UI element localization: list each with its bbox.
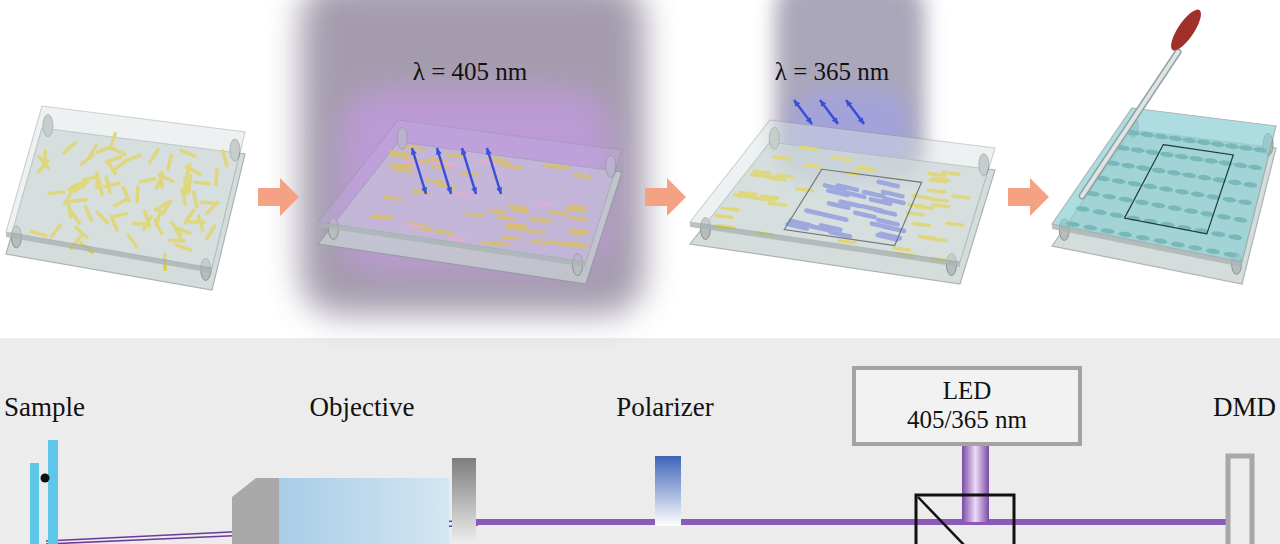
violet-glow: [300, 0, 645, 315]
top-glass: [6, 106, 245, 268]
sample-slide: [30, 463, 39, 544]
polarization-arrow: [487, 148, 501, 194]
component-label: DMD: [1213, 392, 1276, 423]
polarization-arrows: [411, 100, 864, 194]
glass-edge: [1052, 224, 1242, 267]
step-arrows: [258, 178, 1049, 216]
led-light-pipe: [962, 444, 989, 522]
light-beam: [476, 519, 1227, 525]
objective-body: [279, 478, 449, 544]
dmd-chip: [1228, 456, 1252, 544]
polarization-arrowhead: [794, 100, 800, 107]
top-glass: [318, 120, 622, 262]
pipette: [1082, 52, 1178, 196]
polarization-arrow: [846, 100, 864, 124]
sample-cells: [6, 6, 1276, 290]
polarization-arrowhead: [806, 117, 812, 124]
sample-slide: [48, 440, 58, 544]
polarization-arrowhead: [820, 100, 826, 107]
top-glass: [690, 120, 995, 262]
led-label: LED 405/365 nm: [905, 377, 1030, 435]
polarization-arrow: [462, 148, 476, 194]
beam-splitter: [916, 495, 1014, 544]
component-label: Objective: [310, 392, 415, 423]
polarizer-plate: [655, 456, 681, 526]
polarization-arrow: [437, 148, 451, 194]
polarization-arrow: [794, 100, 812, 124]
polarization-arrow: [412, 148, 426, 194]
polarization-arrowhead: [858, 117, 864, 124]
polarization-arrowhead: [411, 148, 417, 155]
component-label: Sample: [4, 392, 85, 423]
polarization-arrowhead: [832, 117, 838, 124]
polarization-arrowhead: [846, 100, 852, 107]
glass-edge: [690, 222, 960, 267]
step-arrow: [645, 178, 686, 216]
beam-splitter-diagonal: [918, 497, 965, 544]
setup-background: [0, 338, 1280, 544]
polarization-arrowhead: [486, 148, 492, 155]
objective-nose: [232, 478, 280, 544]
polarization-arrowhead: [446, 187, 452, 194]
pipette: [1082, 52, 1178, 196]
glass-cell: [318, 120, 622, 284]
glass-edge: [318, 222, 586, 267]
polarization-arrowhead: [421, 187, 427, 194]
polarization-arrowhead: [471, 187, 477, 194]
polarization-arrowhead: [436, 148, 442, 155]
glass-edge: [6, 232, 212, 273]
patterned-region: [1124, 145, 1233, 234]
glass-cell: [6, 106, 245, 290]
polarization-arrow: [820, 100, 838, 124]
step-arrow: [258, 178, 299, 216]
optical-setup: [30, 440, 1252, 544]
sample-spot: [41, 474, 50, 483]
polarization-arrowhead: [461, 148, 467, 155]
step-arrow: [1008, 178, 1049, 216]
polarization-arrowhead: [496, 187, 502, 194]
pipette-bulb: [1166, 6, 1206, 55]
led-source-box: LED 405/365 nm: [852, 366, 1082, 446]
wavelength-label: λ = 405 nm: [413, 58, 527, 87]
component-label: Polarizer: [616, 392, 713, 423]
glass-cell: [690, 120, 995, 284]
wavelength-label: λ = 365 nm: [775, 58, 889, 87]
objective-aperture: [452, 458, 476, 544]
